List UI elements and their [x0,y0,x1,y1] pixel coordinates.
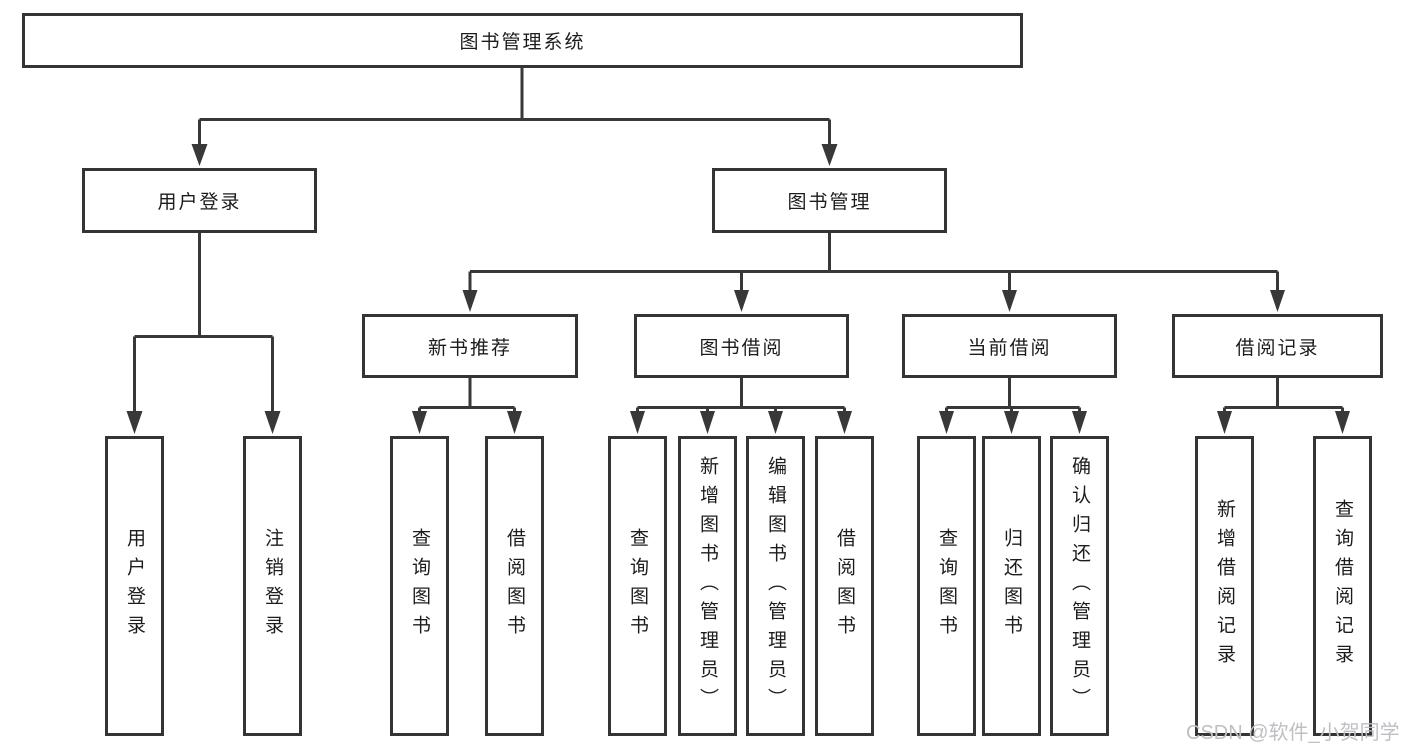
leaf-label: 归还图书 [1001,528,1022,644]
node-borrowing-records: 借阅记录 [1172,314,1383,378]
leaf-query-borrow-record: 查询借阅记录 [1313,436,1372,736]
leaf-label: 新增图书（管理员） [697,455,718,717]
node-library-system: 图书管理系统 [22,13,1023,68]
leaf-add-borrow-record: 新增借阅记录 [1195,436,1254,736]
leaf-borrow-books-recommend: 借阅图书 [485,436,544,736]
connector-bookmgmt-to-level3 [468,231,1279,292]
arrowhead-icon [700,411,715,434]
connector-bookborrow-to-leaves [636,376,846,413]
arrowhead-icon [1217,411,1232,434]
leaf-label: 借阅图书 [834,528,855,644]
arrowhead-icon [734,290,749,312]
leaf-label: 查询图书 [409,528,430,644]
leaf-label: 编辑图书（管理员） [765,455,786,717]
leaf-query-books-borrowing: 查询图书 [608,436,667,736]
leaf-label: 查询图书 [627,528,648,644]
leaf-logout: 注销登录 [243,436,302,736]
arrowhead-icon [630,411,645,434]
node-user-login: 用户登录 [82,168,317,233]
node-label: 图书借阅 [699,337,784,359]
node-book-borrowing: 图书借阅 [634,314,849,378]
leaf-edit-books-admin: 编辑图书（管理员） [746,436,805,736]
node-label: 借阅记录 [1235,337,1320,359]
arrowhead-icon [1004,411,1019,434]
leaf-label: 查询图书 [936,528,957,644]
node-current-borrowing: 当前借阅 [902,314,1117,378]
arrowhead-icon [126,411,143,434]
arrowhead-icon [507,411,522,434]
leaf-label: 新增借阅记录 [1214,499,1235,673]
leaf-borrow-books: 借阅图书 [815,436,874,736]
leaf-user-login: 用户登录 [105,436,164,736]
node-label: 用户登录 [157,192,242,213]
leaf-label: 查询借阅记录 [1332,499,1353,673]
leaf-query-books-recommend: 查询图书 [390,436,449,736]
arrowhead-icon [939,411,954,434]
arrowhead-icon [1270,290,1285,312]
node-label: 图书管理系统 [459,32,586,53]
csdn-watermark: CSDN @软件_小贺同学 [1186,722,1400,744]
arrowhead-icon [191,144,208,166]
leaf-add-books-admin: 新增图书（管理员） [678,436,737,736]
leaf-label: 用户登录 [124,528,145,644]
arrowhead-icon [462,290,478,312]
arrowhead-icon [1072,411,1087,434]
leaf-confirm-return-admin: 确认归还（管理员） [1050,436,1109,736]
node-new-book-recommend: 新书推荐 [362,314,578,378]
connector-borrowrec-to-leaves [1223,376,1344,413]
leaf-query-books-current: 查询图书 [917,436,976,736]
leaf-label: 确认归还（管理员） [1069,455,1090,717]
node-book-management: 图书管理 [712,168,947,233]
leaf-return-books: 归还图书 [982,436,1041,736]
node-label: 新书推荐 [427,337,512,359]
connector-newbook-to-leaves [418,376,516,413]
connector-root-to-level2 [198,66,831,146]
arrowhead-icon [412,411,427,434]
node-label: 当前借阅 [967,337,1052,359]
node-label: 图书管理 [787,192,872,213]
connector-curborrow-to-leaves [945,376,1081,413]
leaf-label: 借阅图书 [504,528,525,644]
arrowhead-icon [264,411,281,434]
arrowhead-icon [821,144,838,166]
arrowhead-icon [837,411,852,434]
arrowhead-icon [1002,290,1017,312]
connector-userlogin-to-leaves [133,231,274,413]
arrowhead-icon [1335,411,1350,434]
arrowhead-icon [768,411,783,434]
leaf-label: 注销登录 [262,528,283,644]
